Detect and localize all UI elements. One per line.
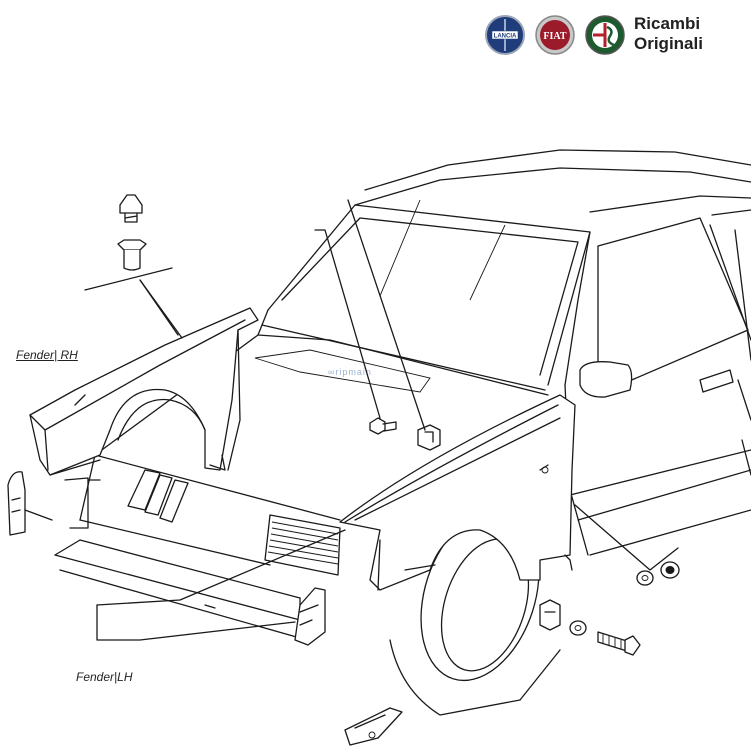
lancia-logo-text: LANCIA (494, 34, 517, 40)
fender-rh-label: Fender| RH (16, 348, 78, 362)
fender-lh-part (339, 394, 576, 591)
car-body (54, 149, 751, 716)
fiat-logo: FIAT (534, 14, 576, 56)
watermark: ∞ripmain (328, 367, 372, 377)
brand-line2: Originali (634, 34, 703, 53)
clip-part-center (417, 424, 441, 451)
fender-lh-label: Fender|LH (76, 670, 133, 684)
bracket-lh-part (294, 587, 326, 646)
lancia-logo: LANCIA (484, 14, 526, 56)
alfa-romeo-logo (584, 14, 626, 56)
fiat-logo-text: FIAT (543, 31, 566, 42)
screw-right-part (597, 631, 641, 656)
washer-part (569, 620, 587, 636)
clip-screw-part (119, 194, 143, 223)
brand-line1: Ricambi (634, 14, 701, 33)
fender-rh-part (29, 307, 259, 476)
washer-pair-part (636, 561, 680, 586)
clip-right-part (539, 599, 561, 631)
brand-title: Ricambi Originali (634, 14, 703, 54)
clip-nut-part (117, 239, 147, 271)
bolt-part (369, 417, 397, 435)
bracket-bottom-part (344, 707, 403, 746)
bracket-rh-part (7, 471, 53, 536)
